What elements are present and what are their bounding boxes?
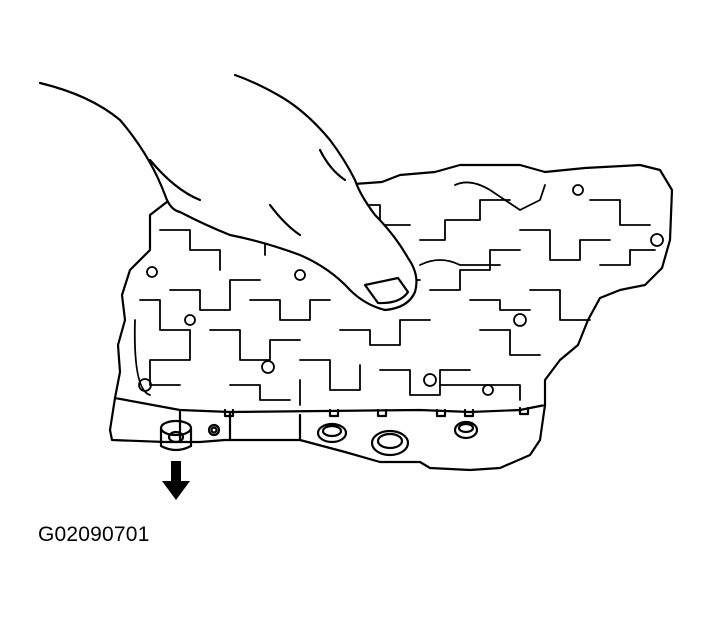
down-arrow-icon [162,461,190,500]
hand-pressing-icon [38,73,418,312]
check-ball-plug [159,426,193,452]
fluid-passages [133,181,656,406]
side-bore-3 [453,420,479,440]
valve-plate-side [108,396,547,472]
side-bore-2 [370,429,410,457]
figure-code: G02090701 [38,523,150,546]
side-bore-1 [316,422,348,444]
side-bore-4 [207,423,221,437]
